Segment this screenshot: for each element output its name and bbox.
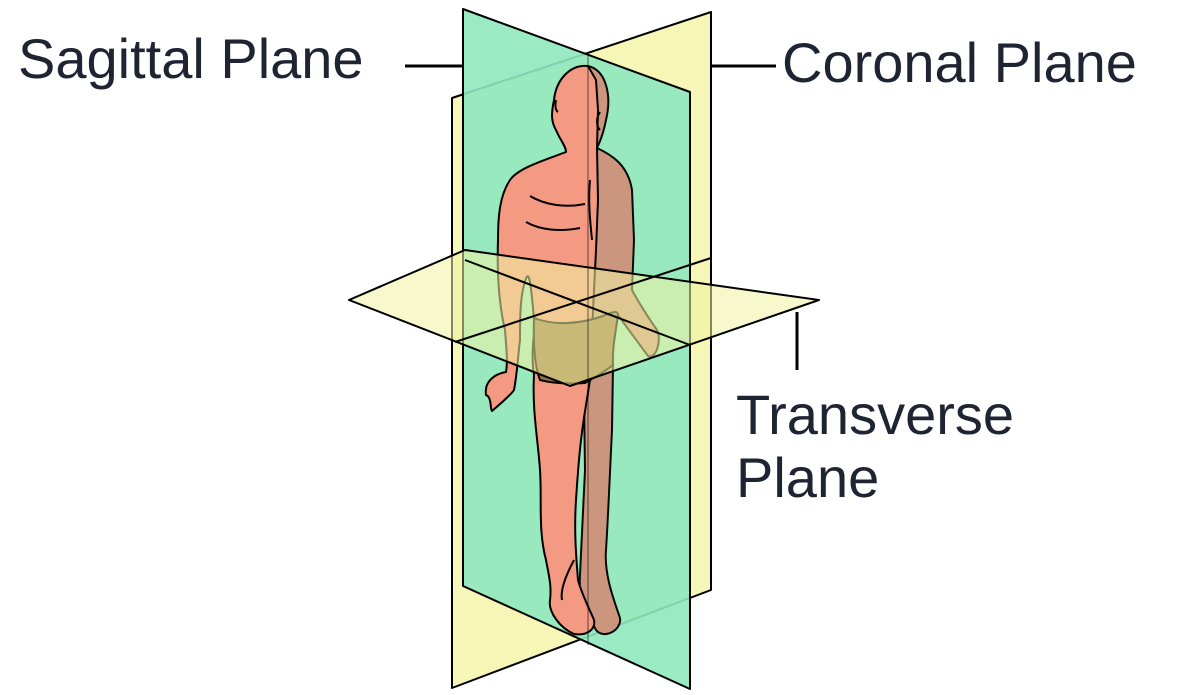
transverse-label-line1: Transverse: [736, 383, 1015, 446]
transverse-plane: [348, 249, 820, 387]
sagittal-plane-label: Sagittal Plane: [18, 27, 364, 90]
coronal-plane-label: Coronal Plane: [782, 31, 1137, 94]
transverse-intersection-line: [454, 257, 712, 343]
transverse-plane-label: Transverse Plane: [736, 383, 1014, 510]
transverse-label-line2: Plane: [736, 446, 880, 510]
